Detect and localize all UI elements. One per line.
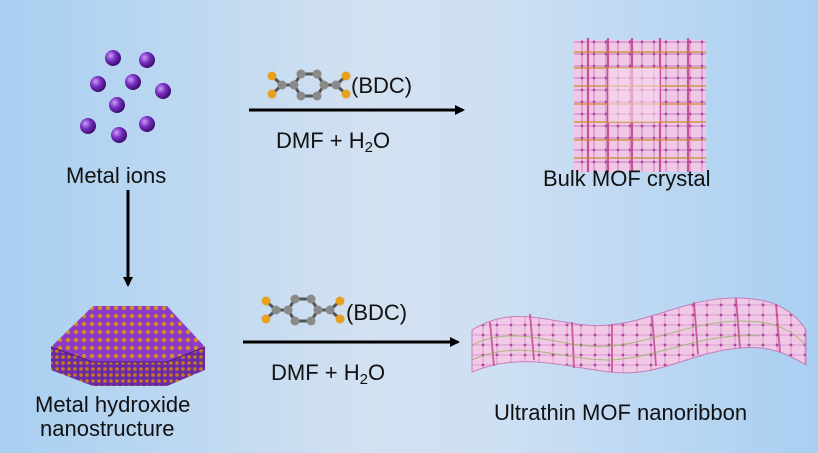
solvent-top-text-end: O xyxy=(372,128,391,153)
solvent-label-top: DMF + H2O xyxy=(276,128,391,156)
metal-ion xyxy=(125,74,141,90)
bdc-molecule-top-icon xyxy=(267,69,351,101)
bdc-label-top: (BDC) xyxy=(351,73,413,98)
bdc-molecule-bottom-icon xyxy=(261,294,345,326)
metal-hydroxide-plate-image xyxy=(50,306,206,386)
nanoribbon-label: Ultrathin MOF nanoribbon xyxy=(494,400,748,425)
bulk-mof-crystal-image xyxy=(574,38,706,172)
solvent-bottom-subscript: 2 xyxy=(359,371,368,388)
solvent-top-subscript: 2 xyxy=(364,139,373,156)
metal-ion xyxy=(90,76,106,92)
metal-ion xyxy=(109,97,125,113)
metal-ions-cluster xyxy=(80,50,171,143)
bulk-mof-crystal-label: Bulk MOF crystal xyxy=(543,166,711,191)
metal-ions-label: Metal ions xyxy=(66,163,167,188)
metal-ion xyxy=(105,50,121,66)
metal-ion xyxy=(139,52,155,68)
bdc-label-bottom: (BDC) xyxy=(346,300,408,325)
solvent-top-text: DMF + H xyxy=(276,128,365,153)
metal-ion xyxy=(155,83,171,99)
metal-hydroxide-label-line1: Metal hydroxide xyxy=(35,392,191,417)
solvent-bottom-text: DMF + H xyxy=(271,360,360,385)
mof-nanoribbon-image xyxy=(471,297,807,374)
metal-hydroxide-label-line2: nanostructure xyxy=(40,416,175,441)
metal-ion xyxy=(139,116,155,132)
solvent-label-bottom: DMF + H2O xyxy=(271,360,386,388)
solvent-bottom-text-end: O xyxy=(367,360,386,385)
metal-ion xyxy=(111,127,127,143)
metal-ion xyxy=(80,118,96,134)
